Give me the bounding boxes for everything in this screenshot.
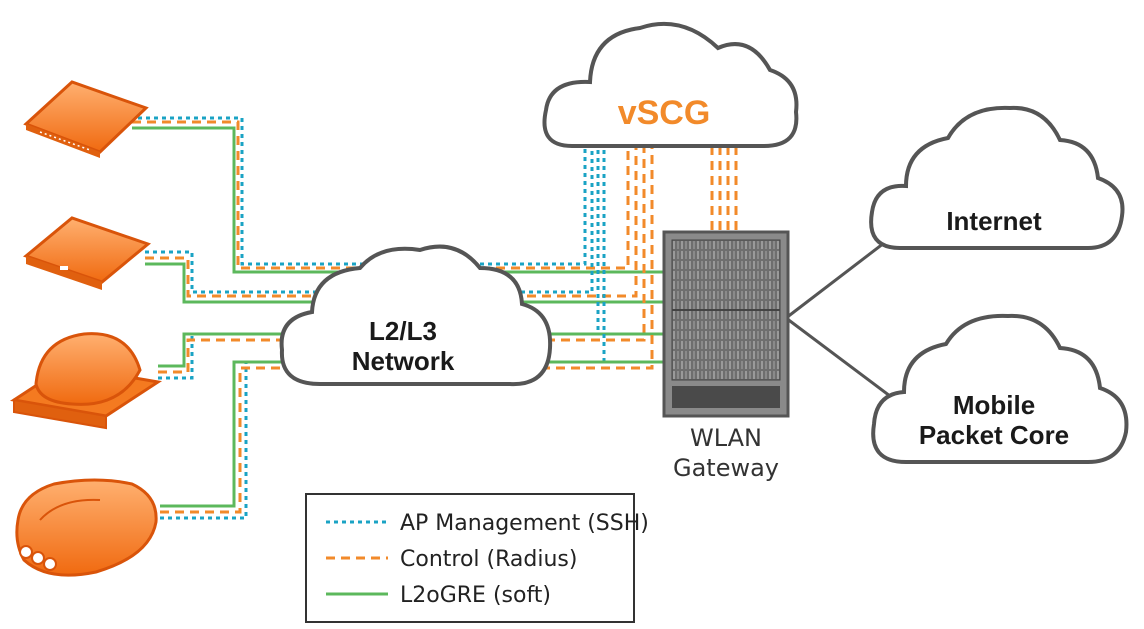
- mobile-label-line2: Packet Core: [919, 420, 1069, 450]
- access-point-outdoor-icon[interactable]: [15, 478, 158, 577]
- l2l3-label-line2: Network: [352, 346, 455, 376]
- mobile-label-line1: Mobile: [953, 390, 1035, 420]
- link-gateway-internet: [785, 238, 889, 320]
- internet-label: Internet: [946, 206, 1042, 236]
- mobile-packet-core-cloud: Mobile Packet Core: [871, 313, 1129, 464]
- internet-cloud: Internet: [869, 105, 1125, 250]
- legend-label-gre: L2oGRE (soft): [400, 583, 551, 608]
- gateway-label-line1: WLAN: [690, 424, 762, 452]
- access-point-small-icon[interactable]: [22, 216, 152, 290]
- vscg-cloud: vSCG: [542, 21, 799, 148]
- legend-label-radius: Control (Radius): [400, 547, 577, 572]
- l2l3-network-cloud: L2/L3 Network: [279, 244, 553, 387]
- legend-item-radius: Control (Radius): [326, 547, 577, 572]
- access-point-dome-icon[interactable]: [9, 332, 163, 430]
- legend-item-ssh: AP Management (SSH): [326, 511, 649, 536]
- l2l3-label-line1: L2/L3: [369, 316, 437, 346]
- vscg-label: vSCG: [618, 94, 711, 132]
- legend: AP Management (SSH) Control (Radius) L2o…: [305, 493, 649, 623]
- link-gateway-mobile: [785, 316, 891, 398]
- link-vscg-gateway: [710, 146, 738, 234]
- wlan-gateway-icon: [662, 230, 790, 418]
- access-point-flat-icon[interactable]: [23, 80, 149, 158]
- gateway-label-line2: Gateway: [673, 454, 779, 482]
- legend-item-gre: L2oGRE (soft): [326, 583, 551, 608]
- legend-label-ssh: AP Management (SSH): [400, 511, 649, 536]
